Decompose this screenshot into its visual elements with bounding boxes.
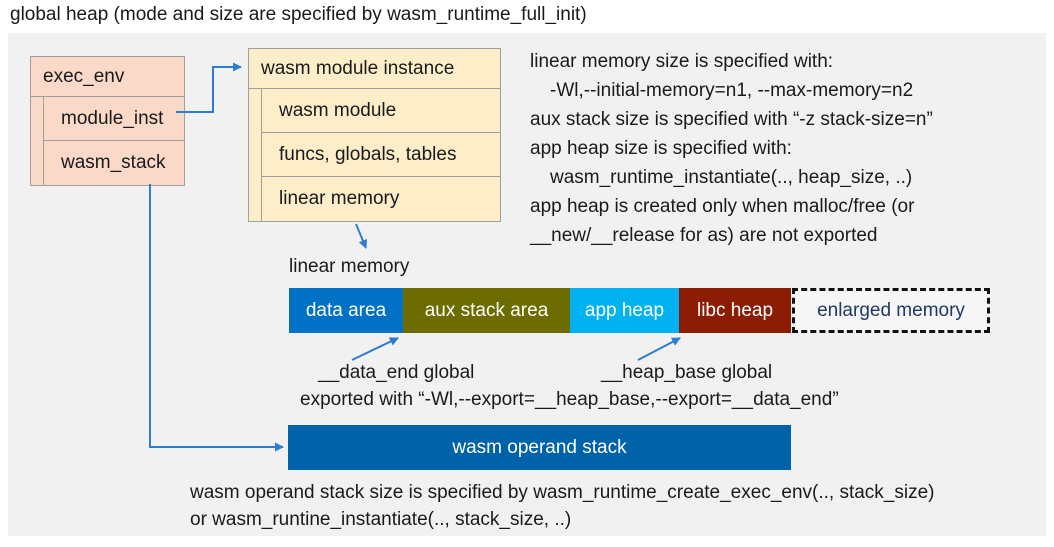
operand-stack-bar: wasm operand stack (288, 425, 791, 470)
exec-env-header: exec_env (31, 57, 184, 97)
exec-env-row-module-inst: module_inst (44, 97, 184, 141)
memory-segment-data-area: data area (289, 288, 403, 333)
operand-stack-note-line2: or wasm_runtine_instantiate(.., stack_si… (190, 509, 572, 530)
note-line: wasm_runtime_instantiate(.., heap_size, … (550, 167, 913, 188)
memory-bar: data area aux stack area app heap libc h… (289, 288, 791, 333)
export-flags-label: exported with “-Wl,--export=__heap_base,… (300, 389, 839, 410)
module-instance-row-linear-memory: linear memory (279, 188, 400, 209)
note-line: linear memory size is specified with: (530, 51, 834, 72)
operand-stack-note-line1: wasm operand stack size is specified by … (190, 482, 935, 503)
memory-segment-libc-heap: libc heap (679, 288, 791, 333)
note-line: -Wl,--initial-memory=n1, --max-memory=n2 (550, 80, 914, 101)
note-line: app heap is created only when malloc/fre… (530, 196, 915, 217)
data-end-global-label: __data_end global (318, 362, 475, 383)
diagram-title: global heap (mode and size are specified… (10, 4, 587, 25)
module-instance-body: wasm module funcs, globals, tables linea… (249, 89, 500, 221)
memory-segment-aux-stack-area: aux stack area (403, 288, 570, 333)
exec-env-indent-strip (31, 97, 44, 185)
heap-base-global-label: __heap_base global (601, 362, 773, 383)
module-instance-indent-strip (249, 89, 262, 221)
exec-env-row-wasm-stack: wasm_stack (61, 152, 166, 173)
module-instance-header: wasm module instance (249, 49, 500, 89)
note-line: app heap size is specified with: (530, 138, 792, 159)
exec-env-body: module_inst wasm_stack (31, 97, 184, 185)
module-instance-box: wasm module instance wasm module funcs, … (248, 48, 501, 222)
note-line: __new/__release for as) are not exported (530, 225, 878, 246)
note-line: aux stack size is specified with “-z sta… (530, 109, 933, 130)
linear-memory-label: linear memory (289, 256, 410, 277)
module-instance-row-funcs-globals-tables: funcs, globals, tables (262, 133, 500, 177)
enlarged-memory-box: enlarged memory (792, 288, 990, 333)
exec-env-box: exec_env module_inst wasm_stack (30, 56, 185, 186)
memory-segment-app-heap: app heap (570, 288, 679, 333)
operand-stack-label: wasm operand stack (452, 436, 627, 458)
module-instance-row-wasm-module: wasm module (262, 89, 500, 133)
operand-stack-note: wasm operand stack size is specified by … (190, 479, 935, 533)
linker-notes: linear memory size is specified with: -W… (530, 47, 1042, 250)
